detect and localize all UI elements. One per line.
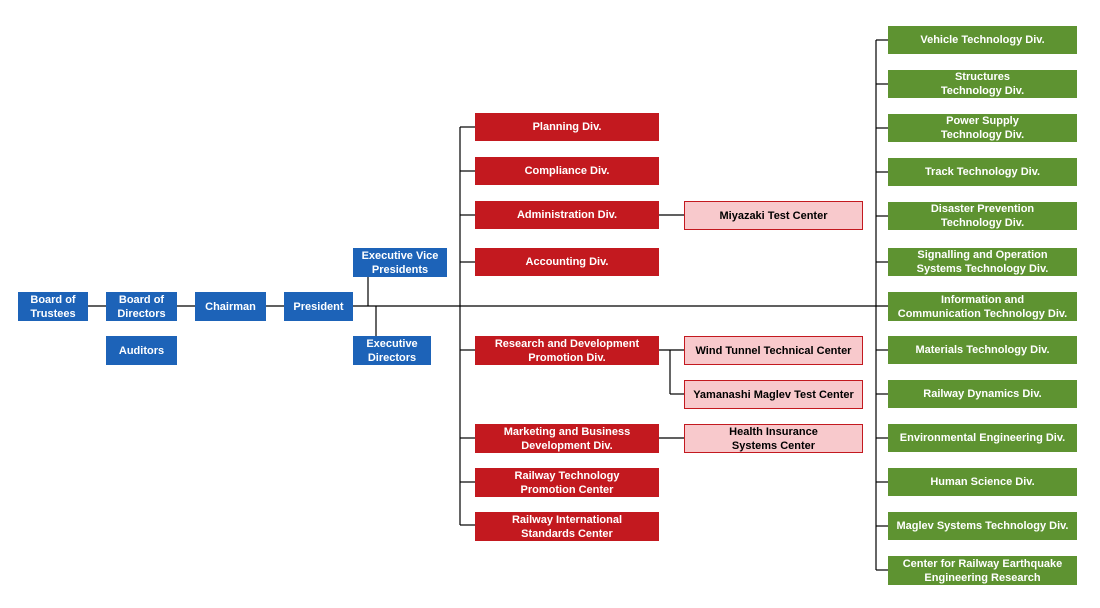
center-yamanashi-maglev: Yamanashi Maglev Test Center [684, 380, 863, 409]
tech-division-materials: Materials Technology Div. [888, 336, 1077, 364]
division-research-development: Research and Development Promotion Div. [475, 336, 659, 365]
center-wind-tunnel: Wind Tunnel Technical Center [684, 336, 863, 365]
division-railway-international-standards: Railway International Standards Center [475, 512, 659, 541]
center-health-insurance: Health Insurance Systems Center [684, 424, 863, 453]
auditors-box: Auditors [106, 336, 177, 365]
tech-division-environmental-engineering: Environmental Engineering Div. [888, 424, 1077, 452]
division-administration: Administration Div. [475, 201, 659, 229]
division-planning: Planning Div. [475, 113, 659, 141]
tech-division-maglev-systems: Maglev Systems Technology Div. [888, 512, 1077, 540]
chairman-box: Chairman [195, 292, 266, 321]
board-of-directors-box: Board of Directors [106, 292, 177, 321]
board-of-trustees-box: Board of Trustees [18, 292, 88, 321]
tech-division-power-supply: Power Supply Technology Div. [888, 114, 1077, 142]
executive-directors-box: Executive Directors [353, 336, 431, 365]
tech-division-earthquake-engineering: Center for Railway Earthquake Engineerin… [888, 556, 1077, 585]
executive-vice-presidents-box: Executive Vice Presidents [353, 248, 447, 277]
tech-division-information-communication: Information and Communication Technology… [888, 292, 1077, 321]
tech-division-railway-dynamics: Railway Dynamics Div. [888, 380, 1077, 408]
tech-division-signalling-operation: Signalling and Operation Systems Technol… [888, 248, 1077, 276]
center-miyazaki-test: Miyazaki Test Center [684, 201, 863, 230]
tech-division-structures: Structures Technology Div. [888, 70, 1077, 98]
president-box: President [284, 292, 353, 321]
division-accounting: Accounting Div. [475, 248, 659, 276]
division-compliance: Compliance Div. [475, 157, 659, 185]
tech-division-vehicle: Vehicle Technology Div. [888, 26, 1077, 54]
tech-division-disaster-prevention: Disaster Prevention Technology Div. [888, 202, 1077, 230]
tech-division-human-science: Human Science Div. [888, 468, 1077, 496]
tech-division-track: Track Technology Div. [888, 158, 1077, 186]
division-railway-technology-promotion: Railway Technology Promotion Center [475, 468, 659, 497]
division-marketing-business: Marketing and Business Development Div. [475, 424, 659, 453]
